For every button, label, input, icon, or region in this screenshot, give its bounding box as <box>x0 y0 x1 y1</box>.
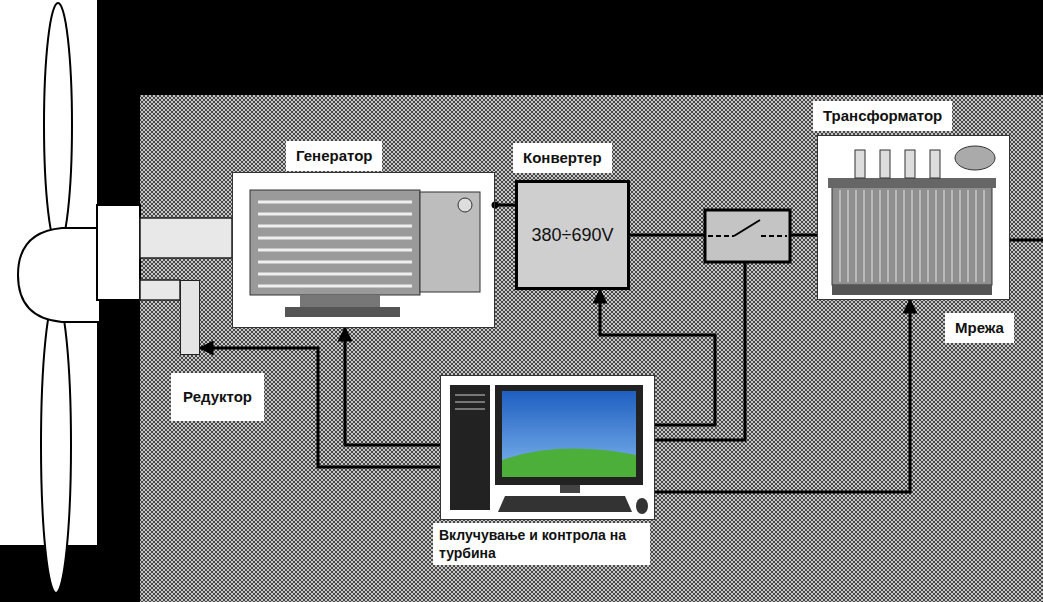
computer-screen <box>502 391 636 477</box>
main-shaft <box>140 218 232 258</box>
computer-tower <box>450 385 490 510</box>
connector <box>655 300 910 492</box>
switch-blade <box>734 220 760 236</box>
rotor-hub <box>18 228 100 322</box>
transformer-tank <box>832 185 992 285</box>
transformer-frame <box>817 135 1010 300</box>
generator-box: Генератор <box>232 172 495 328</box>
transformer-base <box>832 285 992 295</box>
generator-frame <box>232 172 495 328</box>
generator-base <box>285 307 400 317</box>
gear-shaft <box>140 280 180 300</box>
control-computer-box: Вклучување и контрола на турбина <box>440 375 655 520</box>
computer-drives <box>455 395 485 409</box>
switch-contacts <box>708 235 787 237</box>
nacelle-interior <box>140 95 1043 602</box>
monitor-stand <box>560 485 580 493</box>
heading-label: Генератор <box>286 141 382 171</box>
computer-mouse <box>636 498 648 514</box>
connector <box>345 328 440 445</box>
switch-box <box>705 210 790 262</box>
screen-hill <box>502 449 636 477</box>
transformer-bushing <box>930 150 940 178</box>
transformer-fins <box>840 190 984 282</box>
switch-control-wire <box>655 262 745 440</box>
transformer-box: Трансформатор <box>817 135 1010 300</box>
connector <box>600 290 715 425</box>
grid-label: Мрежа <box>945 313 1014 343</box>
generator-body <box>250 190 420 295</box>
heading-label: Конвертер <box>513 143 612 173</box>
transformer-bushing <box>880 150 890 178</box>
heading-label: Редуктор <box>171 373 264 421</box>
terminal-dot <box>492 202 499 209</box>
computer-frame <box>440 375 655 520</box>
generator-bolt <box>458 198 472 212</box>
generator-fins <box>258 202 412 286</box>
voltage-label: 380÷690V <box>526 224 620 246</box>
converter-box: Конвертер380÷690V <box>515 180 630 290</box>
rotor-blade <box>44 3 72 247</box>
transformer-bushing <box>905 150 915 178</box>
nacelle-frame <box>97 0 1043 602</box>
nacelle-front <box>97 205 140 300</box>
computer-monitor <box>495 385 643 485</box>
gearbox-box: Редуктор <box>180 280 200 355</box>
grid-wire <box>1010 239 1043 242</box>
generator-endcap <box>420 192 480 292</box>
heading-label: Трансформатор <box>813 101 952 131</box>
computer-keyboard <box>498 496 632 512</box>
generator-stand <box>300 295 380 307</box>
transformer-conservator <box>955 146 995 170</box>
transformer-bushing <box>855 150 865 178</box>
rotor-blade <box>41 297 71 593</box>
transformer-cover <box>828 178 996 188</box>
heading-label: Вклучување и контрола на турбина <box>433 523 650 565</box>
